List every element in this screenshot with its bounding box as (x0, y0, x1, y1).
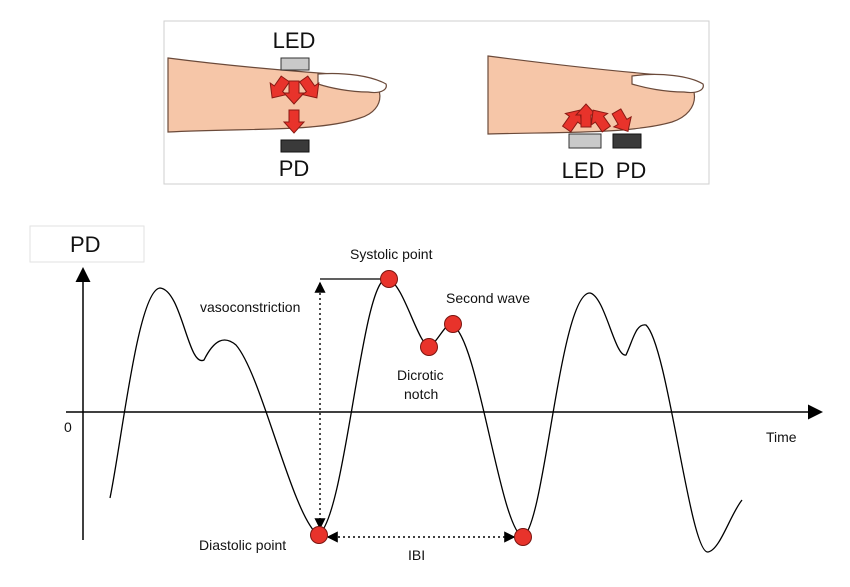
systolic-point-label: Systolic point (350, 246, 433, 262)
ibi-label: IBI (408, 547, 425, 563)
dicrotic-notch-label-line2: notch (404, 386, 438, 402)
pd-label: PD (279, 156, 310, 181)
next-diastolic-point-marker (514, 528, 532, 546)
vasoconstriction-label: vasoconstriction (200, 299, 300, 315)
y-axis-label: PD (70, 232, 101, 257)
origin-label: 0 (64, 419, 72, 435)
reflection-mode: LED PD (487, 55, 704, 183)
photodetector-reflection (612, 133, 642, 149)
fingernail-transmission (317, 72, 387, 94)
led-label: LED (273, 28, 316, 53)
ppg-waveform-diagram: PD 0 Time vasoconstriction IBI Systolic … (29, 225, 823, 563)
y-axis-label-box (29, 225, 145, 263)
second-wave-label: Second wave (446, 290, 530, 306)
led-label-reflection: LED (562, 158, 605, 183)
dicrotic-notch-label-line1: Dicrotic (397, 367, 444, 383)
led-emitter (280, 57, 310, 71)
transmission-mode: LED PD (167, 28, 387, 181)
photodetector (280, 139, 310, 153)
dicrotic-notch-marker (420, 338, 438, 356)
diastolic-point-label: Diastolic point (199, 537, 286, 553)
diastolic-point-marker (310, 526, 328, 544)
pd-label-reflection: PD (616, 158, 647, 183)
fingernail-reflection (631, 73, 704, 94)
ppg-waveform (109, 278, 743, 553)
systolic-point-marker (380, 270, 398, 288)
sensor-illustration-panel: LED PD LED PD (163, 20, 710, 185)
led-emitter-reflection (568, 133, 602, 149)
x-axis-label: Time (766, 429, 797, 445)
second-wave-marker (444, 315, 462, 333)
